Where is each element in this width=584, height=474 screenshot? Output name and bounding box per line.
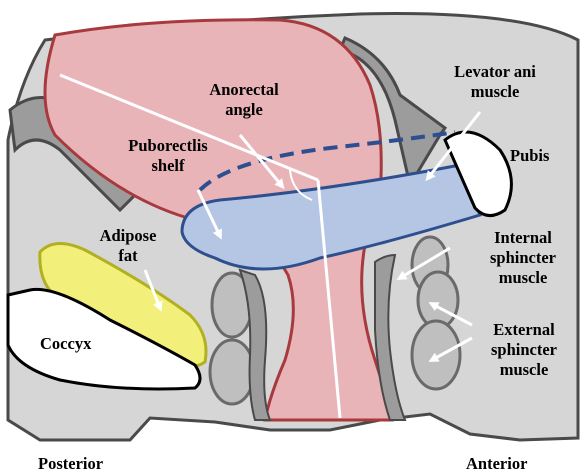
external-sphincter-posterior-lower xyxy=(210,340,254,404)
internal-sphincter-label-line2: sphincter xyxy=(474,248,572,268)
levator-ani-label: Levator ani muscle xyxy=(440,62,550,102)
levator-ani-label-line1: Levator ani xyxy=(440,62,550,82)
adipose-fat-label-line2: fat xyxy=(78,246,178,266)
external-sphincter-label: External sphincter muscle xyxy=(474,320,574,380)
internal-sphincter-label-line3: muscle xyxy=(474,268,572,288)
puborectalis-shelf-label-line1: Puborectlis xyxy=(110,136,226,156)
anorectal-angle-label-line1: Anorectal xyxy=(188,80,300,100)
posterior-label: Posterior xyxy=(38,454,103,474)
anterior-label: Anterior xyxy=(466,454,527,474)
pubis-label: Pubis xyxy=(510,146,549,166)
puborectalis-shelf-label-line2: shelf xyxy=(110,156,226,176)
levator-ani-label-line2: muscle xyxy=(440,82,550,102)
external-sphincter-anterior-3 xyxy=(412,321,460,389)
adipose-fat-label-line1: Adipose xyxy=(78,226,178,246)
internal-sphincter-label: Internal sphincter muscle xyxy=(474,228,572,288)
external-sphincter-label-line3: muscle xyxy=(474,360,574,380)
puborectalis-shelf-label: Puborectlis shelf xyxy=(110,136,226,176)
adipose-fat-label: Adipose fat xyxy=(78,226,178,266)
external-sphincter-label-line1: External xyxy=(474,320,574,340)
external-sphincter-label-line2: sphincter xyxy=(474,340,574,360)
coccyx-label: Coccyx xyxy=(40,334,91,354)
anorectal-angle-label-line2: angle xyxy=(188,100,300,120)
anorectal-angle-label: Anorectal angle xyxy=(188,80,300,120)
internal-sphincter-label-line1: Internal xyxy=(474,228,572,248)
